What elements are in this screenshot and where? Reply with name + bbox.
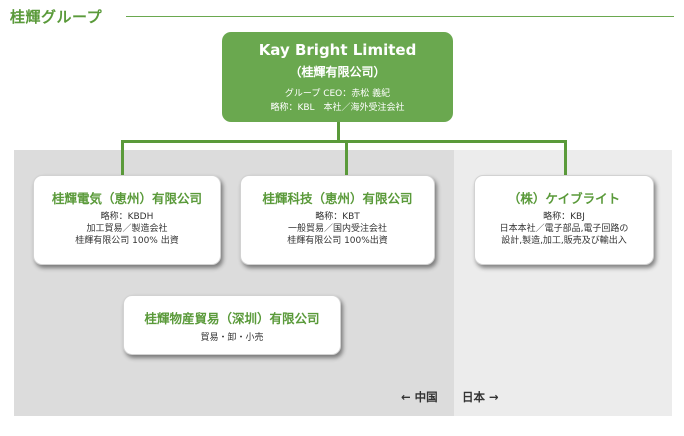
headquarters-name: Kay Bright Limited [258, 41, 417, 59]
region-label-china: ← 中国 [401, 390, 438, 404]
company-name: （株）ケイブライト [507, 191, 621, 206]
company-detail: 桂輝有限公司 100%出資 [287, 236, 388, 246]
section-title: 桂輝グループ [10, 8, 103, 26]
company-detail: 一般貿易／国内受注会社 [287, 224, 387, 234]
company-detail: 桂輝有限公司 100% 出資 [75, 236, 179, 246]
region-label-japan: 日本 → [462, 390, 499, 404]
connector-kbdh [121, 140, 124, 176]
headquarters-ceo: グループ CEO：赤松 義紀 [284, 89, 391, 99]
headquarters-name-jp: （桂輝有限公司） [289, 65, 386, 79]
company-abbr: 略称：KBJ [543, 212, 585, 222]
company-name: 桂輝物産貿易（深圳）有限公司 [144, 311, 320, 326]
company-detail: 設計,製造,加工,販売及び輸出入 [501, 236, 627, 246]
company-name: 桂輝科技（恵州）有限公司 [262, 191, 413, 206]
company-box-kbj: （株）ケイブライト 略称：KBJ 日本本社／電子部品,電子回路の 設計,製造,加… [474, 175, 654, 265]
section-divider [126, 16, 674, 17]
company-detail: 加工貿易／製造会社 [86, 224, 168, 234]
connector-kbt [345, 140, 348, 176]
company-name: 桂輝電気（恵州）有限公司 [51, 191, 202, 206]
headquarters-abbr: 略称：KBL 本社／海外受注会社 [270, 103, 405, 113]
section-header: 桂輝グループ [10, 6, 674, 26]
headquarters-box: Kay Bright Limited （桂輝有限公司） グループ CEO：赤松 … [222, 32, 453, 122]
company-box-trade: 桂輝物産貿易（深圳）有限公司 貿易・卸・小売 [123, 295, 341, 355]
connector-trunk [337, 122, 340, 142]
company-abbr: 略称：KBT [315, 212, 360, 222]
company-detail: 貿易・卸・小売 [200, 333, 264, 343]
company-abbr: 略称：KBDH [100, 212, 154, 222]
connector-bus [121, 140, 567, 143]
company-box-kbt: 桂輝科技（恵州）有限公司 略称：KBT 一般貿易／国内受注会社 桂輝有限公司 1… [240, 175, 435, 265]
company-detail: 日本本社／電子部品,電子回路の [499, 224, 629, 234]
connector-kbj [564, 140, 567, 176]
company-box-kbdh: 桂輝電気（恵州）有限公司 略称：KBDH 加工貿易／製造会社 桂輝有限公司 10… [33, 175, 221, 265]
